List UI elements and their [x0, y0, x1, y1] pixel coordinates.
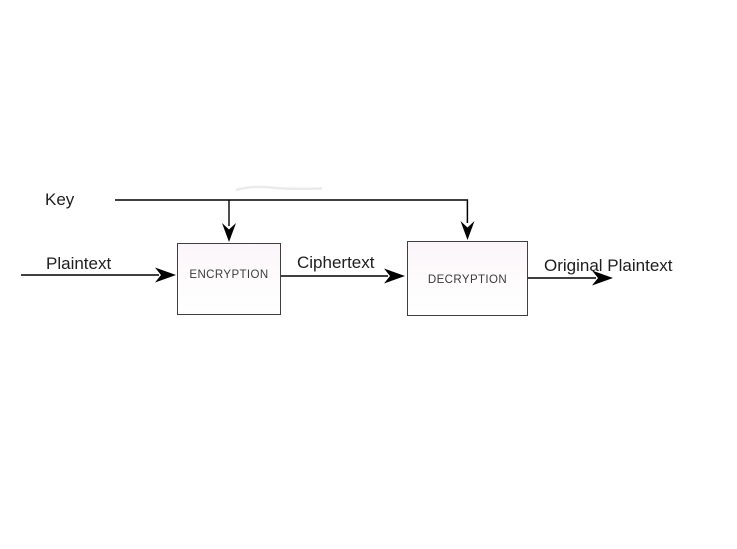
original-plaintext-label: Original Plaintext — [544, 256, 673, 275]
decryption-box-label: DECRYPTION — [427, 273, 508, 286]
key-label: Key — [45, 190, 75, 209]
key-to-decryption-arrowhead — [460, 221, 475, 240]
plaintext-label: Plaintext — [46, 254, 112, 273]
key-distribution-line — [115, 199, 469, 223]
erased-text-artifact — [235, 185, 323, 192]
key-to-encryption-arrowhead — [222, 223, 236, 242]
encryption-box: ENCRYPTION — [177, 243, 281, 315]
ciphertext-arrowhead — [384, 268, 405, 284]
plaintext-arrowhead — [155, 267, 176, 283]
output-arrowhead — [592, 270, 613, 286]
encryption-box-label: ENCRYPTION — [189, 269, 269, 281]
ciphertext-label: Ciphertext — [297, 253, 375, 272]
decryption-box: DECRYPTION — [407, 241, 528, 316]
